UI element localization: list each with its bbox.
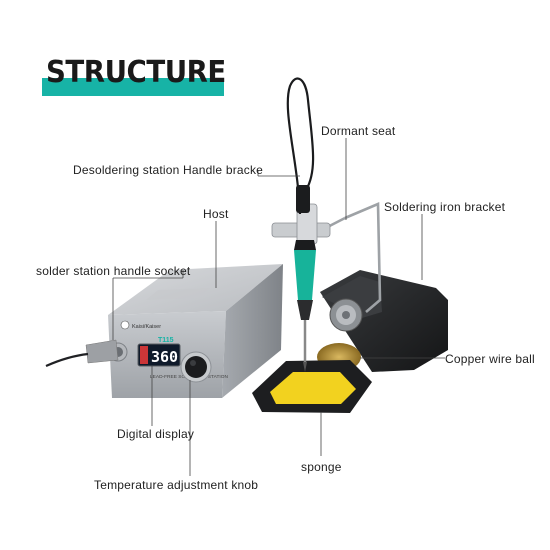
- brand-logo: [120, 320, 130, 330]
- soldering-iron: [286, 77, 316, 372]
- page-title: STRUCTURE: [46, 55, 226, 90]
- label-digital-display: Digital display: [117, 427, 195, 441]
- label-copper-wire-ball: Copper wire ball: [445, 352, 535, 366]
- temperature-knob: [185, 356, 207, 378]
- label-handle-socket: solder station handle socket: [36, 264, 191, 278]
- digital-display: [137, 343, 181, 367]
- host-side: [222, 264, 283, 398]
- host-unit: Kaisi/Kaiser T115 360 LEAD-FREE SOLDERIN…: [45, 264, 283, 398]
- soldering-iron-bracket: [344, 202, 382, 313]
- title-accent-bar: [42, 78, 224, 96]
- label-host: Host: [203, 207, 229, 221]
- display-temperature: 360: [151, 348, 178, 366]
- label-desoldering-handle-bracket: Desoldering station Handle bracke: [73, 163, 264, 177]
- desoldering-handle-bracket: [271, 203, 331, 245]
- brand-text: Kaisi/Kaiser: [132, 324, 161, 330]
- label-sponge: sponge: [301, 460, 342, 474]
- label-temperature-knob: Temperature adjustment knob: [94, 478, 259, 492]
- leader-lines: [112, 138, 445, 476]
- label-soldering-iron-bracket: Soldering iron bracket: [384, 200, 506, 214]
- label-dormant-seat: Dormant seat: [321, 124, 396, 138]
- soldering-holder: [252, 202, 448, 413]
- socket-cable: [45, 352, 89, 368]
- model-text: T115: [158, 337, 174, 344]
- sponge: [270, 372, 356, 404]
- iron-cable: [286, 77, 315, 215]
- iron-grip: [294, 250, 316, 300]
